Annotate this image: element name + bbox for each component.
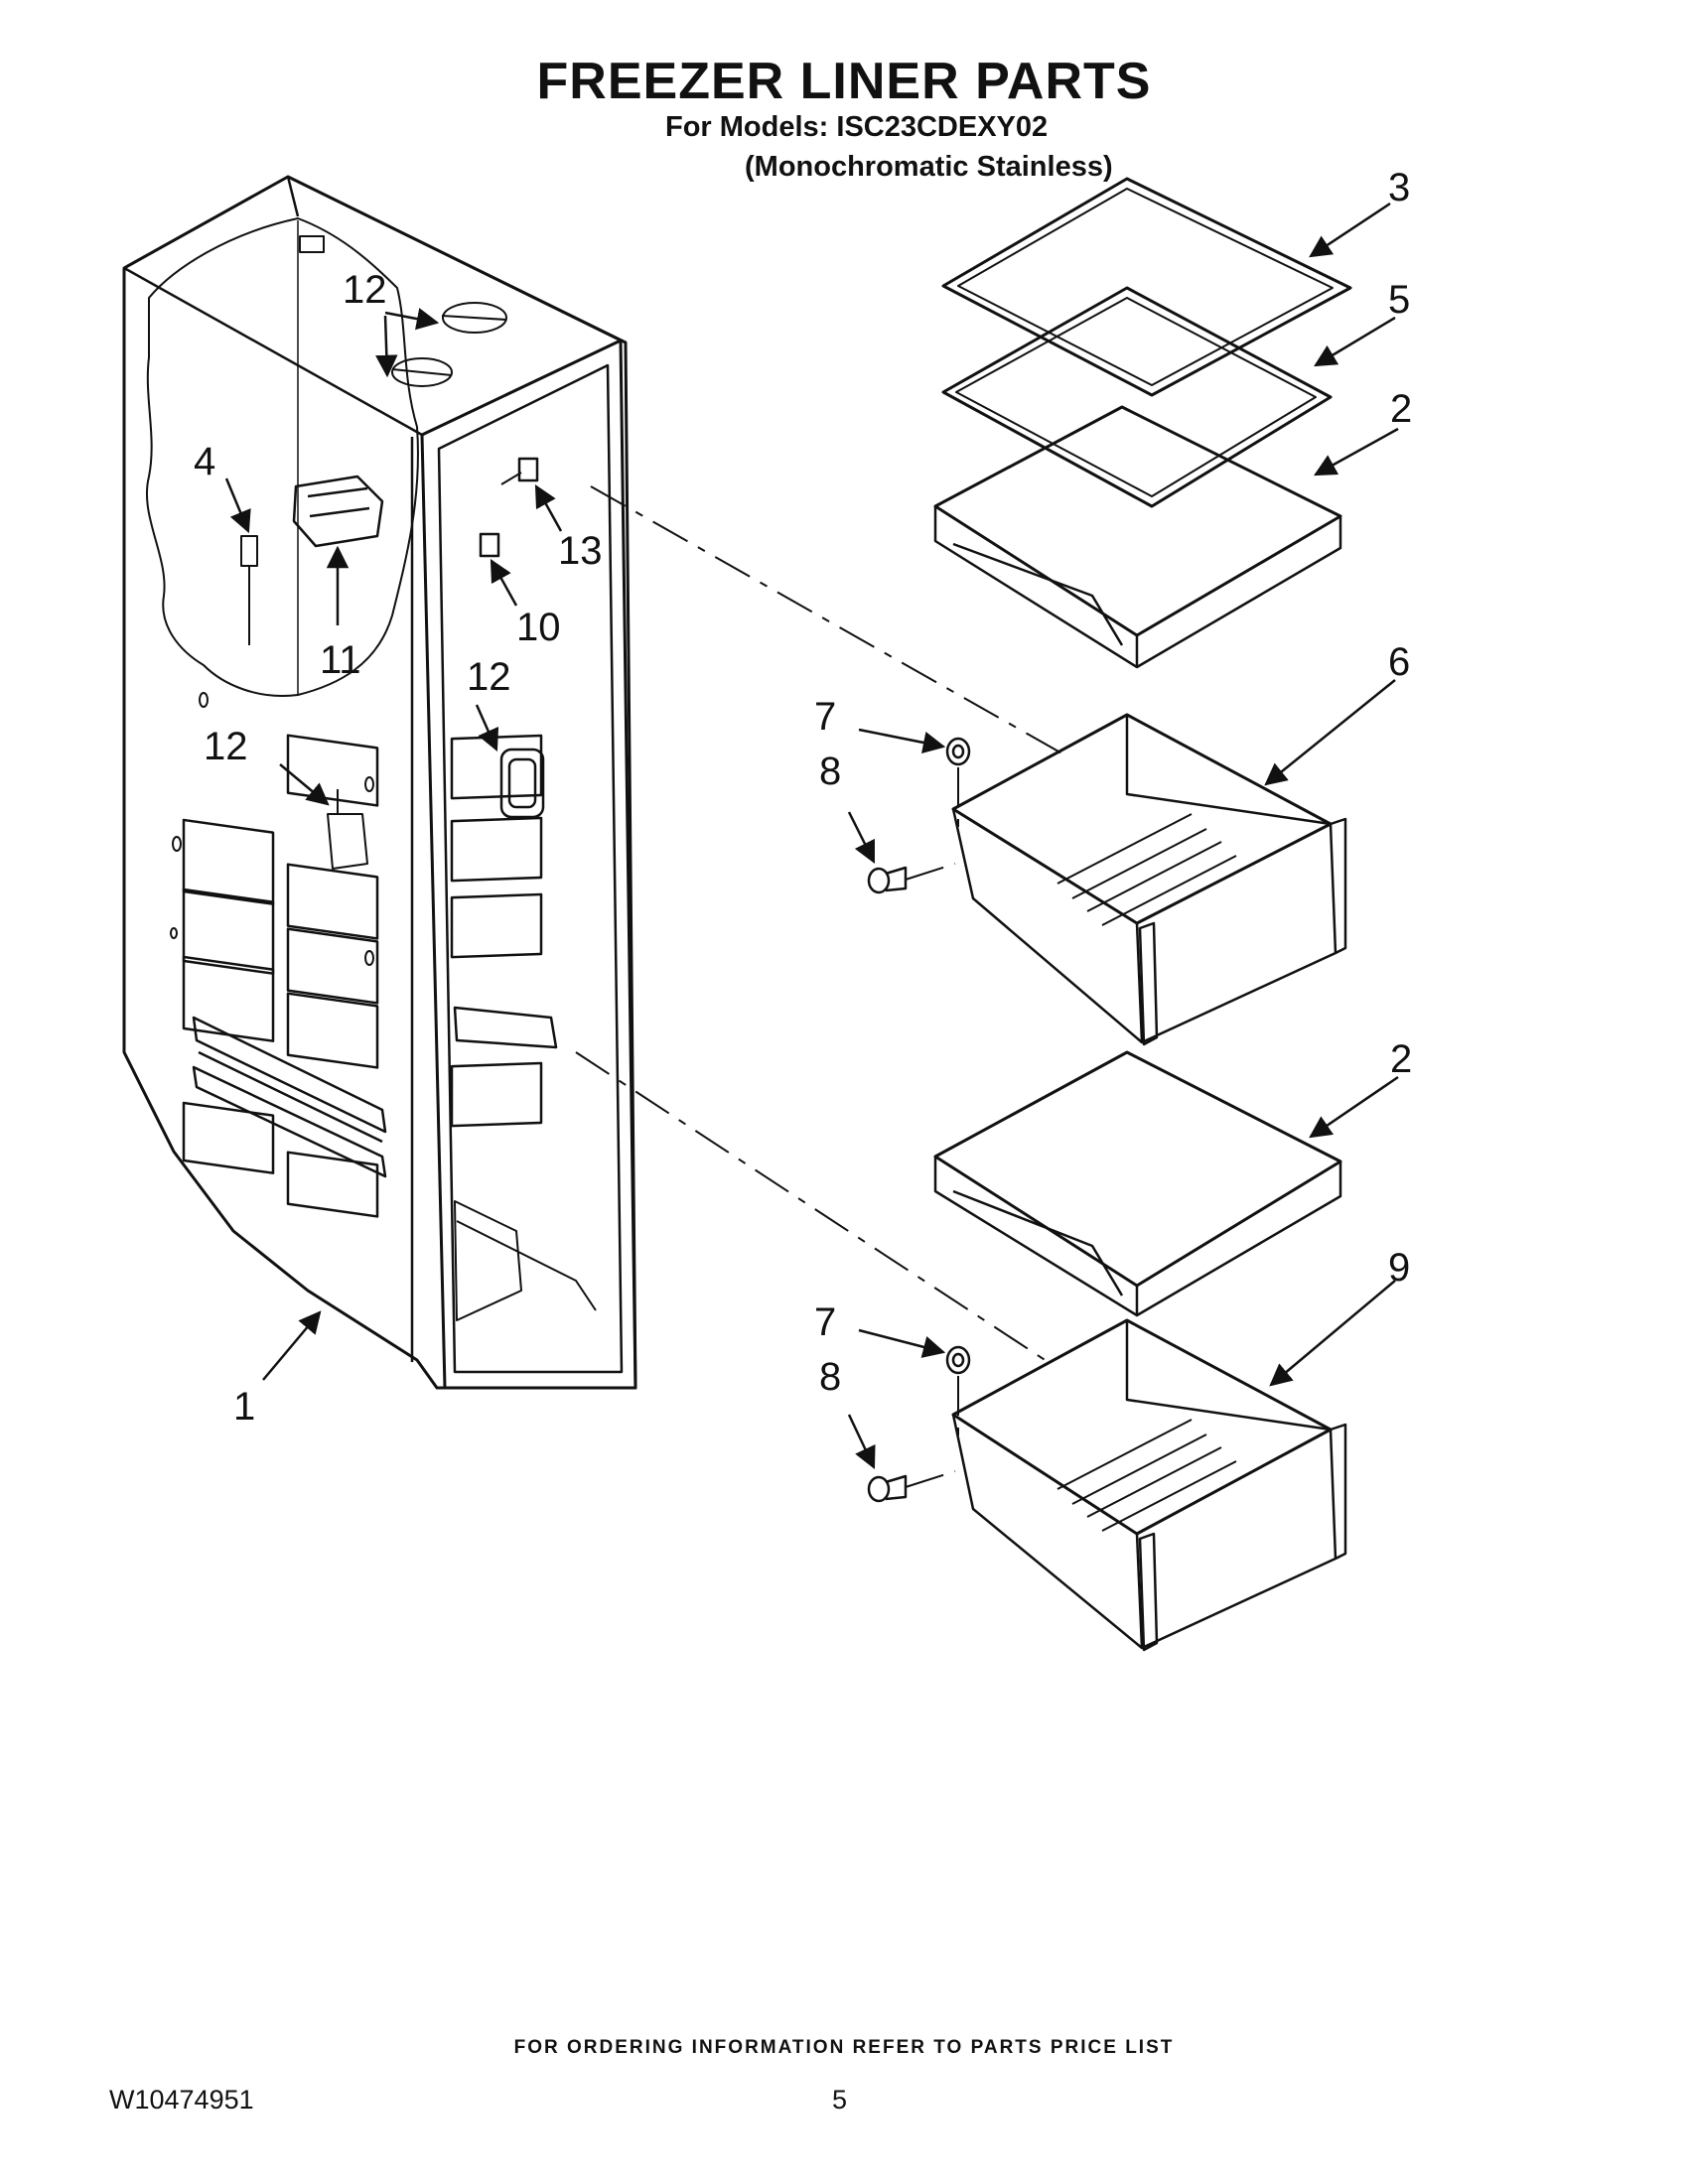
fitting-back-wall: [327, 789, 368, 870]
callout-12-back: 12: [204, 725, 248, 768]
page-title: FREEZER LINER PARTS: [536, 53, 1152, 110]
freezer-liner: [122, 175, 637, 1390]
callout-7-upper: 7: [814, 695, 836, 739]
callout-1: 1: [233, 1385, 255, 1429]
assembly-dashed-lines: [500, 472, 1068, 1488]
callout-8-lower: 8: [819, 1355, 841, 1399]
bin-wheel-lower: [945, 1345, 971, 1375]
page-number: 5: [832, 2085, 848, 2115]
leader-arrows: [224, 202, 1399, 1470]
freezer-bin-upper: [951, 713, 1347, 1046]
framed-shelf-lower: [933, 1050, 1342, 1317]
thermistor-sensor: [240, 535, 258, 645]
callout-3: 3: [1388, 166, 1410, 209]
glass-shelf-middle: [941, 286, 1333, 508]
callout-4: 4: [194, 440, 215, 483]
models-line: For Models: ISC23CDEXY02: [665, 111, 1049, 143]
fan-motor-brackets: [391, 302, 507, 387]
document-id: W10474951: [109, 2085, 254, 2115]
callout-8-upper: 8: [819, 750, 841, 793]
callout-2-lower: 2: [1390, 1037, 1412, 1081]
callout-6: 6: [1388, 640, 1410, 684]
glass-shelf-top: [941, 177, 1352, 397]
framed-shelf-upper: [933, 405, 1342, 669]
callout-10: 10: [516, 606, 561, 649]
callout-5: 5: [1388, 278, 1410, 322]
variant-line: (Monochromatic Stainless): [745, 151, 1113, 183]
bin-pin-upper: [867, 866, 908, 894]
freezer-bin-lower: [951, 1318, 1347, 1652]
switch-parts: [479, 457, 539, 558]
ordering-note: FOR ORDERING INFORMATION REFER TO PARTS …: [513, 2037, 1175, 2058]
bin-pin-lower: [867, 1474, 908, 1503]
callout-12-right: 12: [467, 655, 511, 699]
callout-12-top: 12: [343, 268, 387, 312]
light-housing: [292, 475, 384, 548]
callout-2-upper: 2: [1390, 387, 1412, 431]
callout-7-lower: 7: [814, 1300, 836, 1344]
callout-11: 11: [320, 638, 361, 682]
callout-13: 13: [558, 529, 603, 573]
bin-wheel-upper: [945, 737, 971, 766]
callout-9: 9: [1388, 1246, 1410, 1290]
light-cover-right: [499, 748, 545, 819]
